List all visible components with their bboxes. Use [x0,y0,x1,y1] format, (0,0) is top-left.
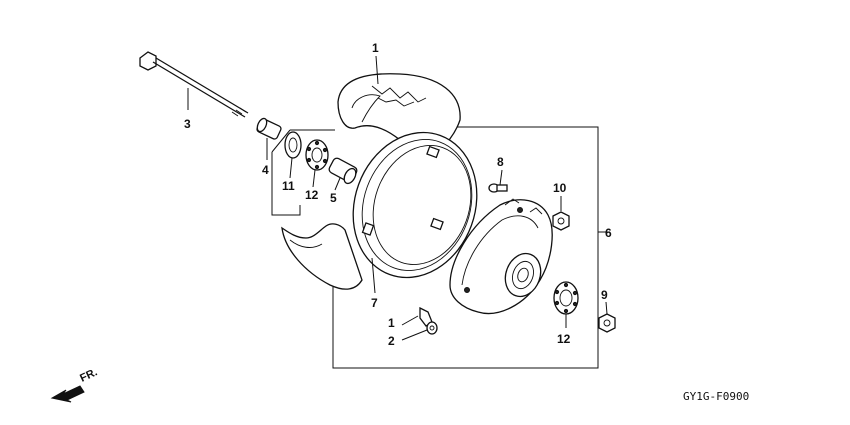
bearing-right [553,281,579,315]
callout-9: 9 [601,288,608,302]
axle-nut-9 [598,313,616,333]
axle-bolt [139,51,249,118]
callout-3: 3 [184,117,191,131]
leader-lines [187,55,608,341]
callout-10: 10 [553,181,567,195]
callout-12-left: 12 [305,188,319,202]
figure-code: GY1G-F0900 [683,390,749,403]
tire [281,73,461,290]
callout-1-bottom: 1 [388,316,395,330]
callout-2: 2 [388,334,395,348]
front-direction-label: FR. [78,366,99,384]
distance-collar [328,157,358,185]
callout-4: 4 [262,163,269,177]
callout-8: 8 [497,155,504,169]
bolt-8 [488,183,508,193]
nut-10 [552,211,570,231]
oil-seal [284,131,302,159]
callout-12-right: 12 [557,332,571,346]
callout-6: 6 [605,226,612,240]
assembly-bracket-lines [271,126,610,369]
callouts: 1 3 4 11 12 5 7 1 2 8 10 6 9 12 [184,41,612,348]
wheel-rim [352,131,478,279]
callout-7: 7 [371,296,378,310]
front-direction-indicator: FR. [50,366,99,403]
collar [256,117,282,140]
valve-stem [419,306,438,335]
front-arrow-icon [50,385,85,403]
callout-1-top: 1 [372,41,379,55]
callout-11: 11 [282,179,295,193]
callout-5: 5 [330,191,337,205]
hub-assembly [449,198,553,314]
bearing-left [305,139,329,171]
